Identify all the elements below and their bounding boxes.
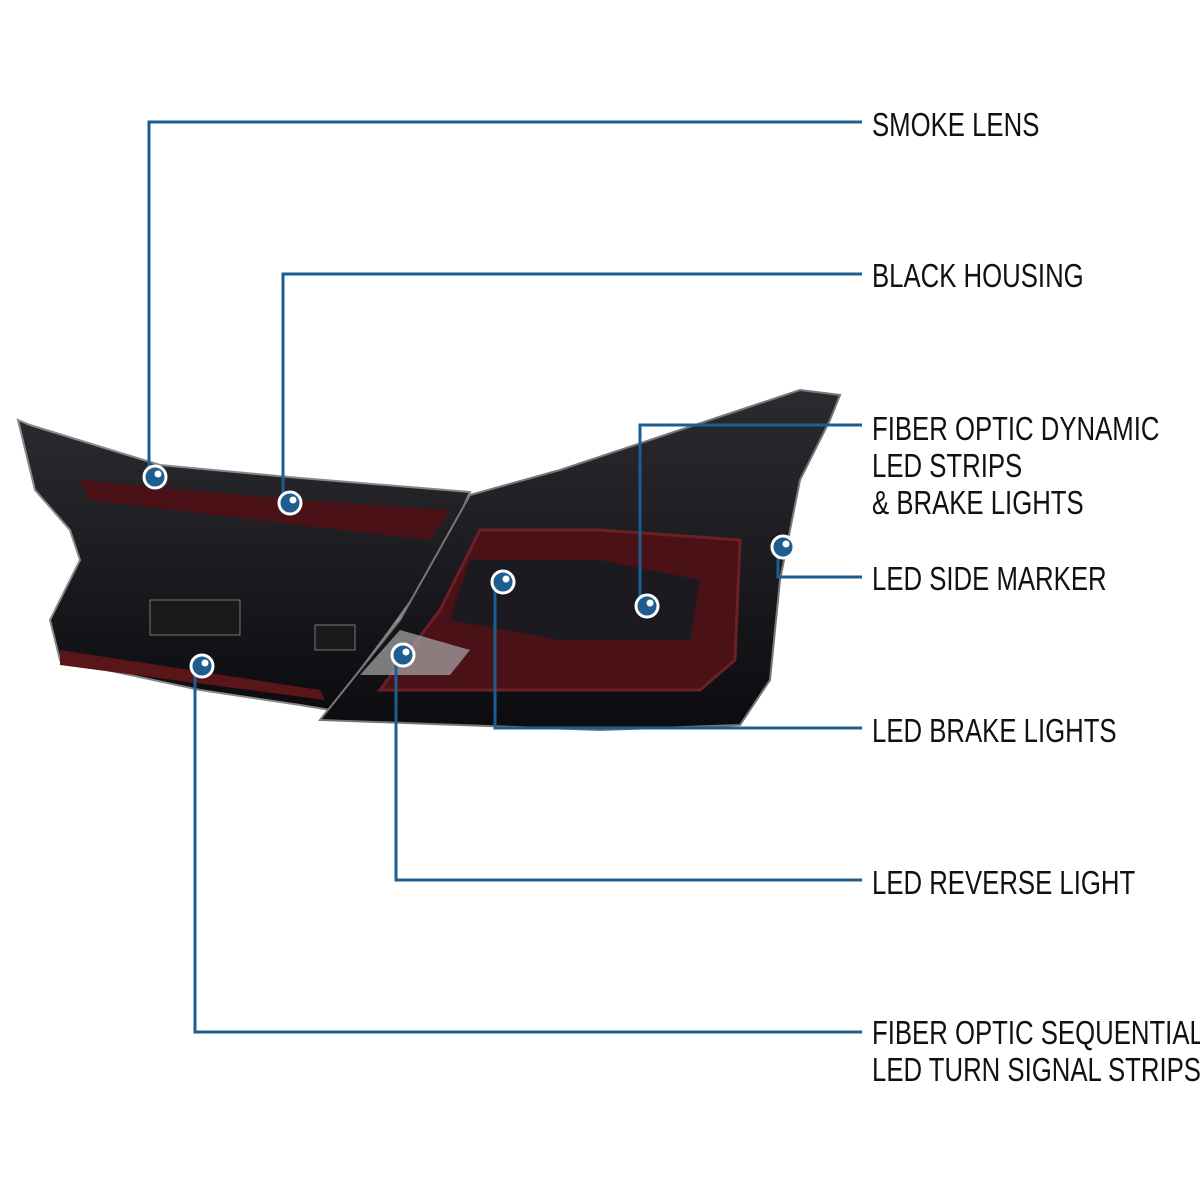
callout-dot-highlight (502, 575, 510, 583)
callout-line-led-brake-lights (493, 589, 862, 730)
callout-line-led-side-marker (776, 552, 862, 579)
callout-line-fiber-optic-dynamic (638, 423, 862, 599)
callout-dot-black-housing (277, 490, 303, 516)
label-black-housing: BLACK HOUSING (872, 257, 1084, 294)
callout-dot-highlight (782, 540, 790, 548)
connector (314, 624, 356, 651)
callout-dot-highlight (402, 648, 410, 656)
callout-dot-fiber-optic-dynamic (634, 593, 660, 619)
trunk-lamp-lower-strip (60, 650, 325, 700)
label-led-side-marker: LED SIDE MARKER (872, 560, 1107, 597)
callout-dot-led-side-marker (770, 534, 796, 560)
callout-dot-led-reverse-light (390, 642, 416, 668)
callout-dot-led-brake-lights (490, 569, 516, 595)
label-smoke-lens: SMOKE LENS (872, 106, 1040, 143)
label-led-reverse-light: LED REVERSE LIGHT (872, 864, 1136, 901)
callout-line-black-housing (281, 272, 862, 496)
connector (149, 599, 241, 636)
callout-line-fiber-optic-sequential (193, 673, 862, 1034)
callout-dot-highlight (289, 496, 297, 504)
callout-dot-fiber-optic-sequential (189, 653, 215, 679)
callout-dot-highlight (201, 659, 209, 667)
callout-dot-highlight (646, 599, 654, 607)
label-led-brake-lights: LED BRAKE LIGHTS (872, 712, 1117, 749)
callout-line-smoke-lens (147, 120, 862, 470)
callout-dot-highlight (154, 470, 162, 478)
callout-line-led-reverse-light (394, 662, 862, 882)
callout-dot-smoke-lens (142, 464, 168, 490)
trunk-lamp-red-strip (80, 480, 450, 540)
